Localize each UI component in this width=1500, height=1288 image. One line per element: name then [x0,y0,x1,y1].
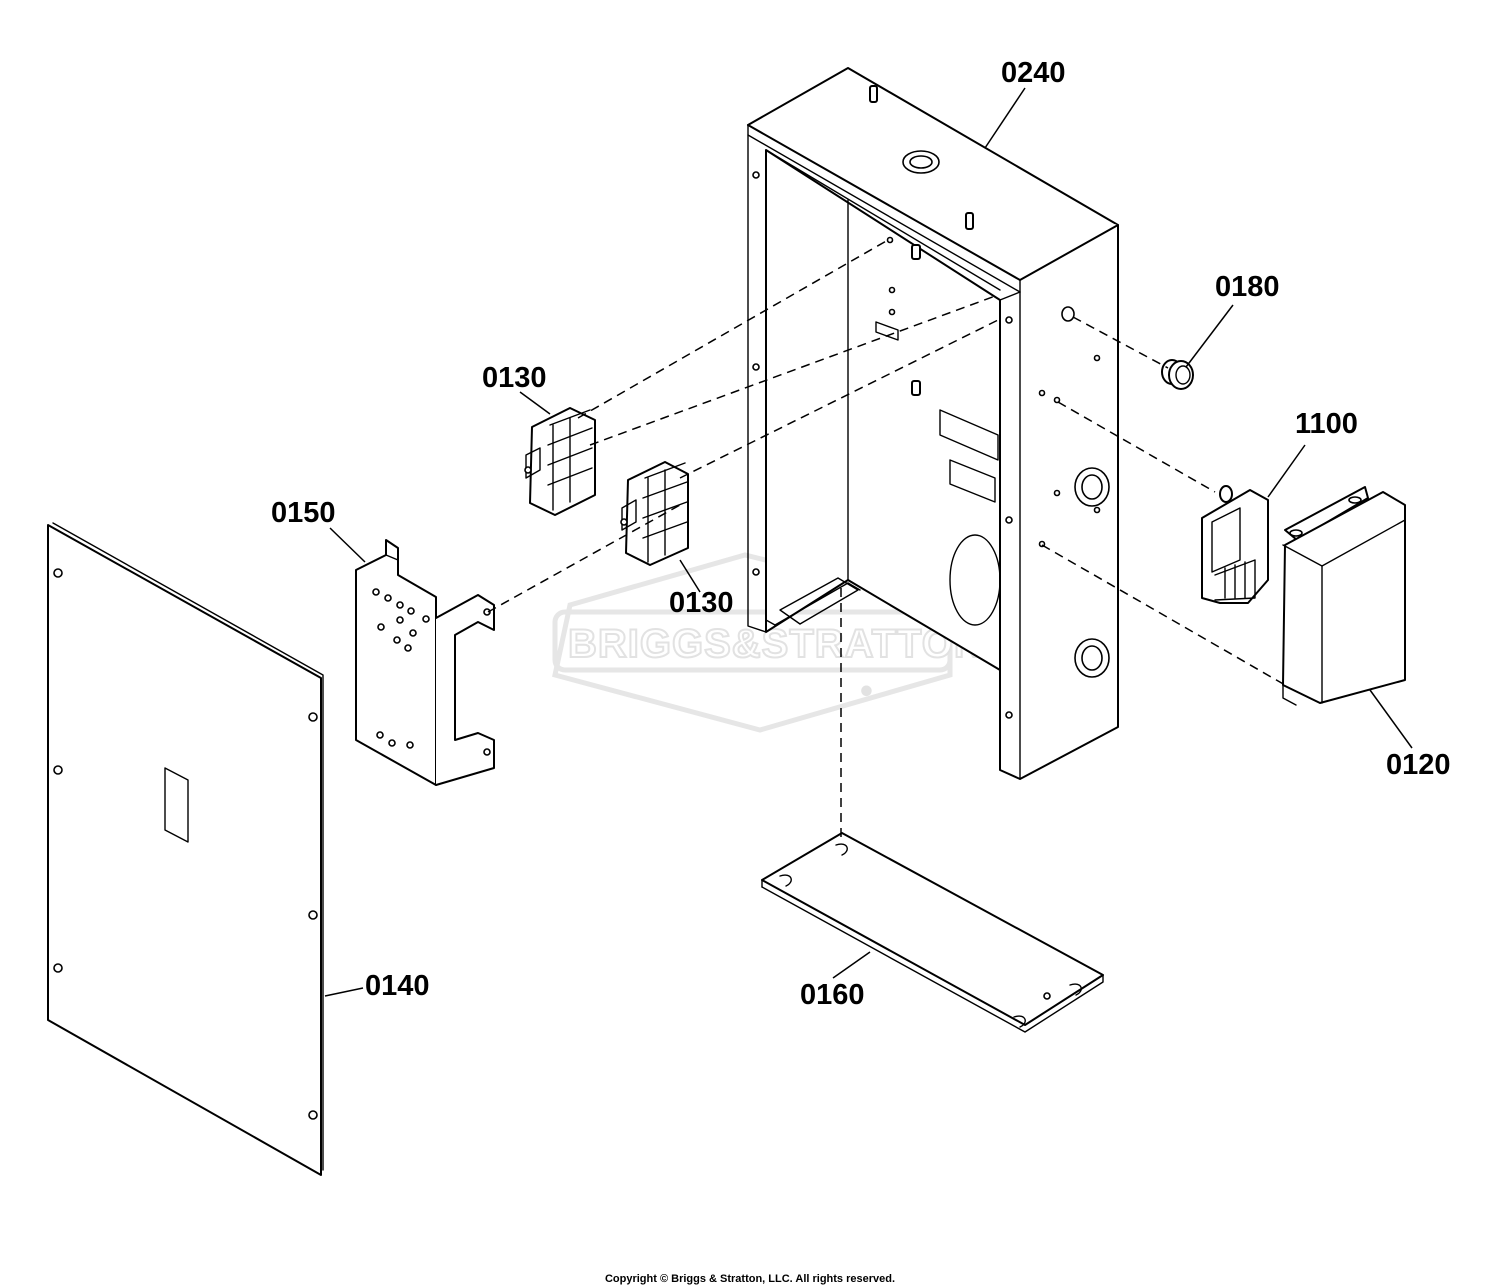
callout-0160: 0160 [800,979,865,1011]
callout-0140: 0140 [365,970,430,1002]
callout-0180: 0180 [1215,271,1280,303]
briggs-stratton-watermark: BRIGGS&STRATTON ® [552,552,984,733]
callout-0150: 0150 [271,497,336,529]
part-0140-cover-panel[interactable] [47,522,324,1176]
copyright-footer: Copyright © Briggs & Stratton, LLC. All … [605,1273,895,1285]
assembly-guide-lines [487,239,1286,838]
part-0150-bracket[interactable] [355,539,495,786]
callout-0120: 0120 [1386,749,1451,781]
callout-0240: 0240 [1001,57,1066,89]
part-0120-box-cover[interactable] [1282,486,1406,706]
part-1100-circuit-board[interactable] [1201,485,1269,604]
part-0130-terminal-block-lower[interactable] [620,461,689,566]
watermark-registered-mark: ® [862,684,872,698]
watermark-text: BRIGGS&STRATTON [568,622,984,666]
part-0130-terminal-block-upper[interactable] [524,407,596,516]
callout-0130-upper: 0130 [482,362,547,394]
callout-leader-lines [324,87,1413,997]
callout-1100: 1100 [1295,408,1358,440]
callout-0130-lower: 0130 [669,587,734,619]
part-0180-push-button[interactable] [1161,359,1194,390]
part-0240-enclosure[interactable] [747,67,1119,780]
part-0160-bottom-plate[interactable] [761,832,1104,1033]
